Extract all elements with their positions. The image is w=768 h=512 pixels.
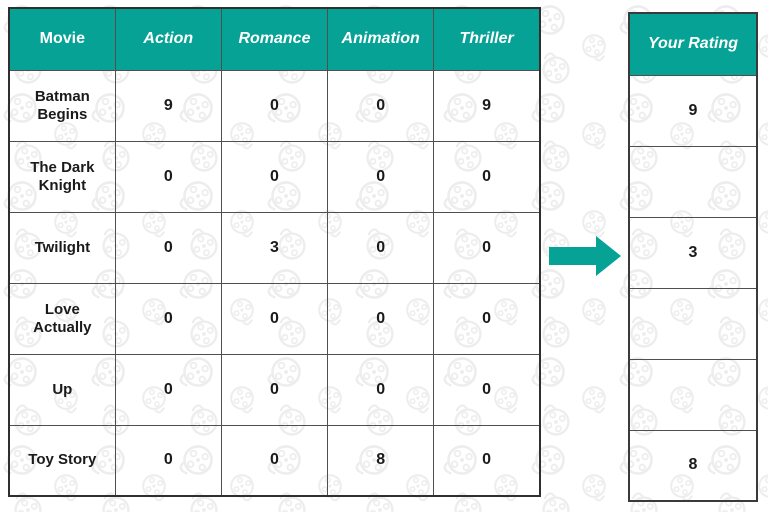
genre-rating-cell: 0 (433, 353, 541, 426)
movie-name-cell: Up (8, 353, 116, 426)
user-rating-cell: 9 (628, 74, 758, 147)
genre-rating-cell: 0 (220, 282, 329, 355)
right-arrow-icon (549, 236, 621, 276)
matrix-header-row: Movie Action Romance Animation Thriller (8, 7, 541, 71)
column-header-action: Action (114, 7, 222, 71)
genre-rating-cell: 0 (114, 140, 222, 213)
genre-matrix-table: Movie Action Romance Animation Thriller … (8, 7, 541, 497)
movie-name-cell: The Dark Knight (8, 140, 116, 213)
genre-rating-cell: 0 (220, 69, 329, 142)
table-row: 9 (628, 74, 758, 147)
genre-rating-cell: 0 (220, 353, 329, 426)
column-header-thriller: Thriller (433, 7, 541, 71)
user-rating-cell (628, 287, 758, 360)
user-rating-cell (628, 358, 758, 431)
rating-header-row: Your Rating (628, 12, 758, 76)
user-rating-cell (628, 145, 758, 218)
table-row (628, 287, 758, 360)
genre-rating-cell: 3 (220, 211, 329, 284)
genre-rating-cell: 0 (433, 424, 541, 497)
movie-name-cell: Love Actually (8, 282, 116, 355)
genre-rating-cell: 0 (327, 69, 435, 142)
genre-rating-cell: 9 (433, 69, 541, 142)
user-rating-table: Your Rating 9 3 8 (628, 12, 758, 502)
genre-rating-cell: 0 (327, 211, 435, 284)
genre-rating-cell: 8 (327, 424, 435, 497)
table-row: 3 (628, 216, 758, 289)
movie-name-cell: Batman Begins (8, 69, 116, 142)
movie-name-cell: Toy Story (8, 424, 116, 497)
table-row (628, 358, 758, 431)
genre-rating-cell: 0 (433, 140, 541, 213)
user-rating-cell: 3 (628, 216, 758, 289)
genre-rating-cell: 0 (433, 282, 541, 355)
genre-rating-cell: 0 (114, 424, 222, 497)
genre-rating-cell: 0 (220, 140, 329, 213)
genre-rating-cell: 0 (433, 211, 541, 284)
genre-rating-cell: 0 (114, 353, 222, 426)
column-header-your-rating: Your Rating (628, 12, 758, 76)
table-row (628, 145, 758, 218)
genre-rating-cell: 0 (114, 211, 222, 284)
column-header-animation: Animation (327, 7, 435, 71)
genre-rating-cell: 0 (327, 282, 435, 355)
genre-rating-cell: 0 (327, 353, 435, 426)
genre-rating-cell: 0 (114, 282, 222, 355)
movie-name-cell: Twilight (8, 211, 116, 284)
column-header-romance: Romance (220, 7, 329, 71)
column-header-movie: Movie (8, 7, 116, 71)
genre-rating-cell: 0 (220, 424, 329, 497)
user-rating-body: 9 3 8 (628, 74, 758, 502)
user-rating-cell: 8 (628, 429, 758, 502)
table-row: 8 (628, 429, 758, 502)
genre-rating-cell: 0 (327, 140, 435, 213)
genre-rating-cell: 9 (114, 69, 222, 142)
